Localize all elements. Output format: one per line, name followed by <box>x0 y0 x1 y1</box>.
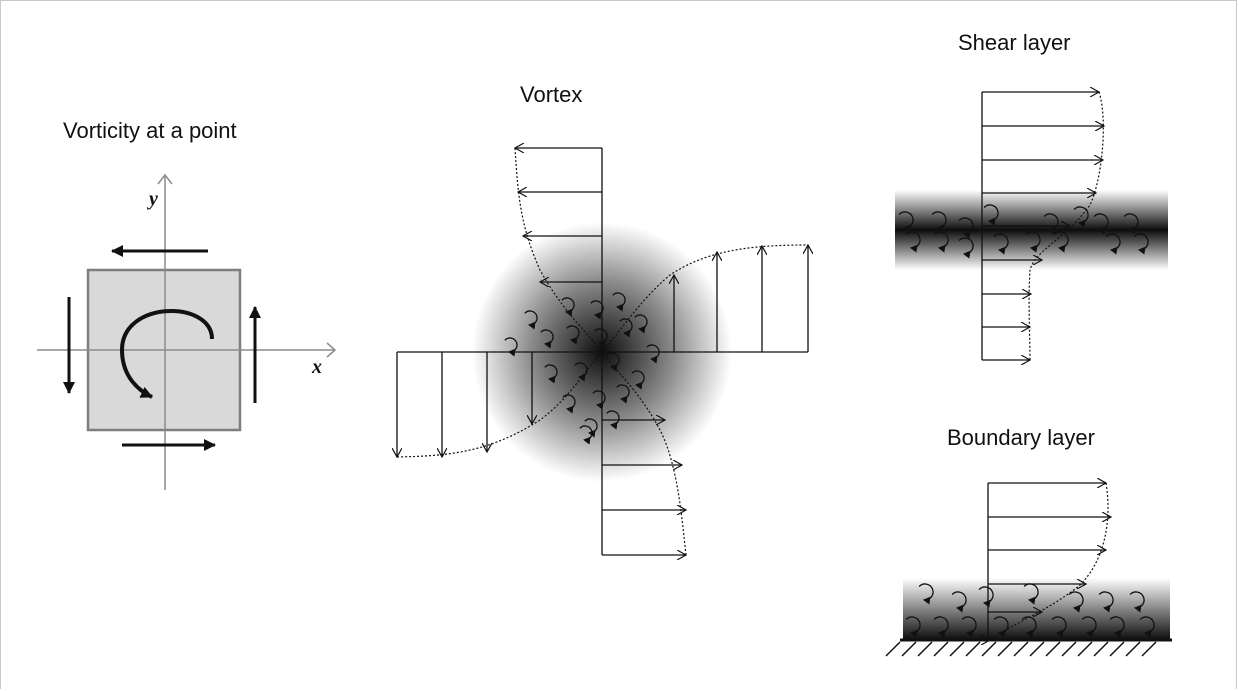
small-eddy-icon <box>562 394 576 414</box>
panel-vorticity-at-point: Vorticity at a point x y <box>37 118 337 490</box>
wall-hatch-line <box>1013 641 1029 657</box>
small-eddy-icon <box>1043 213 1059 235</box>
small-eddy-icon <box>1021 616 1037 638</box>
small-eddy-icon <box>1109 616 1125 638</box>
small-eddy-icon <box>983 204 999 226</box>
small-eddy-icon <box>540 329 554 349</box>
boundary-velocity-arrows <box>988 483 1111 640</box>
vortex-eddies <box>504 292 660 445</box>
small-eddy-icon <box>918 583 934 605</box>
wall-hatch-line <box>1093 641 1109 657</box>
point-title: Vorticity at a point <box>63 118 237 143</box>
panel-shear-layer: Shear layer <box>895 30 1168 360</box>
small-eddy-icon <box>933 616 949 638</box>
small-eddy-icon <box>951 591 967 613</box>
small-eddy-icon <box>1023 583 1039 605</box>
small-eddy-icon <box>905 231 921 253</box>
boundary-eddies <box>905 583 1155 638</box>
wall-hatch-line <box>1109 641 1125 657</box>
small-eddy-icon <box>524 310 538 330</box>
small-eddy-icon <box>1081 616 1097 638</box>
small-eddy-icon <box>590 300 604 320</box>
small-eddy-icon <box>958 237 974 259</box>
small-eddy-icon <box>993 616 1009 638</box>
wall-hatch-line <box>933 641 949 657</box>
panel-vortex: Vortex <box>397 82 808 555</box>
small-eddy-icon <box>958 217 974 239</box>
small-eddy-icon <box>579 425 593 445</box>
small-eddy-icon <box>1073 206 1089 228</box>
small-eddy-icon <box>1105 233 1121 255</box>
wall-hatch-line <box>997 641 1013 657</box>
shear-velocity-arrows <box>982 92 1104 360</box>
small-eddy-icon <box>1139 616 1155 638</box>
small-eddy-icon <box>646 344 660 364</box>
small-eddy-icon <box>1053 231 1069 253</box>
wall-hatch-line <box>1029 641 1045 657</box>
small-eddy-icon <box>616 384 630 404</box>
small-eddy-icon <box>931 211 947 233</box>
small-eddy-icon <box>561 297 575 317</box>
shear-title: Shear layer <box>958 30 1071 55</box>
small-eddy-icon <box>993 233 1009 255</box>
small-eddy-icon <box>1129 591 1145 613</box>
y-axis-arrowhead <box>157 173 173 185</box>
wall-hatch-line <box>949 641 965 657</box>
hatched-wall-icon <box>885 641 1157 657</box>
vortex-title: Vortex <box>520 82 582 107</box>
wall-hatch-line <box>901 641 917 657</box>
wall-hatch-line <box>1125 641 1141 657</box>
small-eddy-icon <box>566 325 580 345</box>
curved-rotation-arrow-icon <box>119 309 214 399</box>
small-eddy-icon <box>606 410 620 430</box>
small-eddy-icon <box>504 337 518 357</box>
small-eddy-icon <box>544 364 558 384</box>
wall-hatch-line <box>917 641 933 657</box>
small-eddy-icon <box>1093 213 1109 235</box>
panel-boundary-layer: Boundary layer <box>885 425 1172 657</box>
small-eddy-icon <box>905 616 921 638</box>
vortex-velocity-arrows <box>397 148 808 555</box>
wall-hatch-line <box>885 641 901 657</box>
small-eddy-icon <box>898 211 914 233</box>
wall-hatch-line <box>981 641 997 657</box>
small-eddy-icon <box>1051 616 1067 638</box>
small-eddy-icon <box>961 616 977 638</box>
y-axis-label: y <box>147 188 158 210</box>
small-eddy-icon <box>1068 591 1084 613</box>
wall-hatch-line <box>965 641 981 657</box>
boundary-title: Boundary layer <box>947 425 1095 450</box>
small-eddy-icon <box>631 370 645 390</box>
shear-eddies <box>898 204 1149 259</box>
wall-hatch-line <box>1141 641 1157 657</box>
small-eddy-icon <box>592 390 606 410</box>
wall-hatch-line <box>1077 641 1093 657</box>
small-eddy-icon <box>933 231 949 253</box>
small-eddy-icon <box>1098 591 1114 613</box>
wall-hatch-line <box>1045 641 1061 657</box>
small-eddy-icon <box>978 586 994 608</box>
shear-band-shading <box>895 190 1168 270</box>
x-axis-label: x <box>311 356 322 378</box>
small-eddy-icon <box>606 352 620 372</box>
small-eddy-icon <box>634 314 648 334</box>
small-eddy-icon <box>594 328 608 348</box>
vortex-vertical-profile <box>514 147 687 556</box>
wall-hatch-line <box>1061 641 1077 657</box>
small-eddy-icon <box>619 318 633 338</box>
small-eddy-icon <box>1025 231 1041 253</box>
small-eddy-icon <box>574 362 588 382</box>
small-eddy-icon <box>612 292 626 312</box>
small-eddy-icon <box>1133 233 1149 255</box>
x-axis-arrowhead <box>326 342 337 358</box>
small-eddy-icon <box>1123 213 1139 235</box>
